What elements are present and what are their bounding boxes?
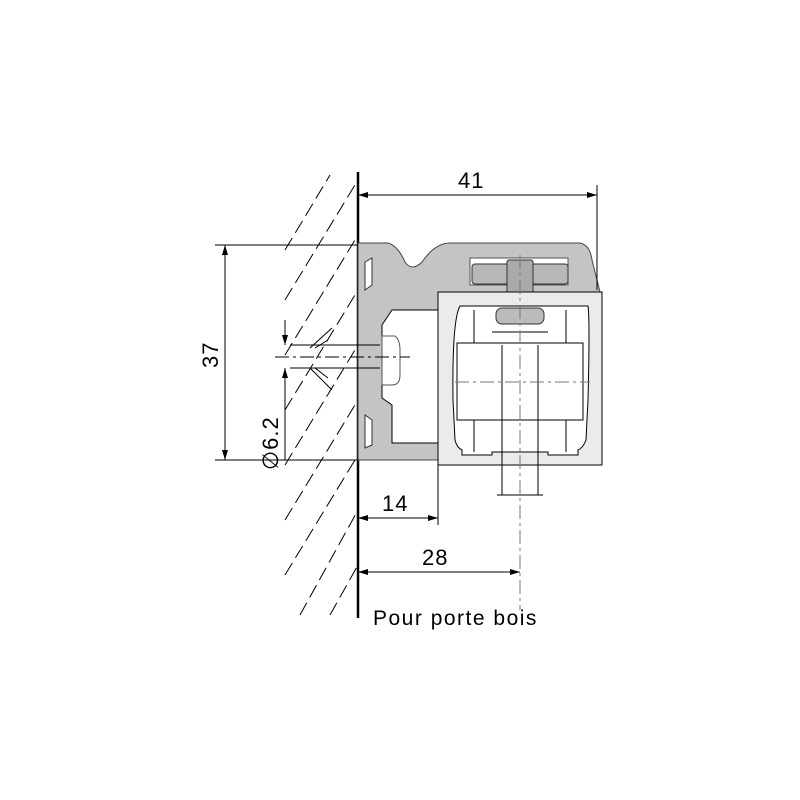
dim-label-14: 14 <box>382 491 408 516</box>
profile-notch-left-bottom <box>364 414 373 449</box>
screw-symbol <box>309 327 333 391</box>
dim-label-hole-diameter: ∅6.2 <box>258 416 283 470</box>
profile-notch-left <box>364 257 373 291</box>
dim-label-37: 37 <box>198 342 223 368</box>
caption: Pour porte bois <box>373 607 538 630</box>
dim-label-28: 28 <box>422 545 448 570</box>
fixing-recess <box>381 335 401 386</box>
dim-label-41: 41 <box>458 168 484 193</box>
wall-hatching <box>284 174 359 616</box>
